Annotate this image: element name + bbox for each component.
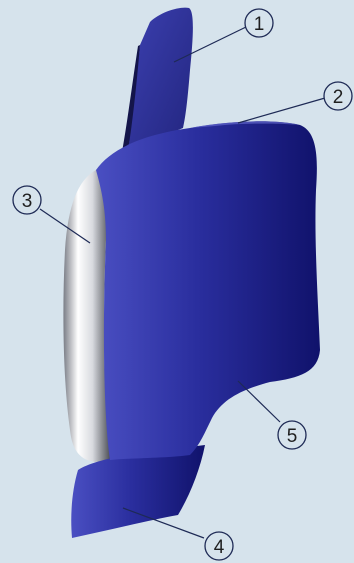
callout-1-label: 1 (254, 14, 265, 35)
callout-4-label: 4 (214, 537, 225, 558)
callout-3-label: 3 (22, 191, 33, 212)
callout-line-5 (238, 381, 280, 422)
callout-1: 1 (245, 9, 273, 37)
main-body (96, 121, 320, 460)
callout-3: 3 (13, 186, 41, 214)
top-tab (128, 8, 193, 150)
callout-2-label: 2 (333, 87, 344, 108)
callout-5: 5 (278, 421, 306, 449)
callout-line-2 (238, 98, 325, 123)
callout-2: 2 (324, 82, 352, 110)
callout-5-label: 5 (287, 426, 298, 447)
callout-4: 4 (205, 532, 233, 560)
